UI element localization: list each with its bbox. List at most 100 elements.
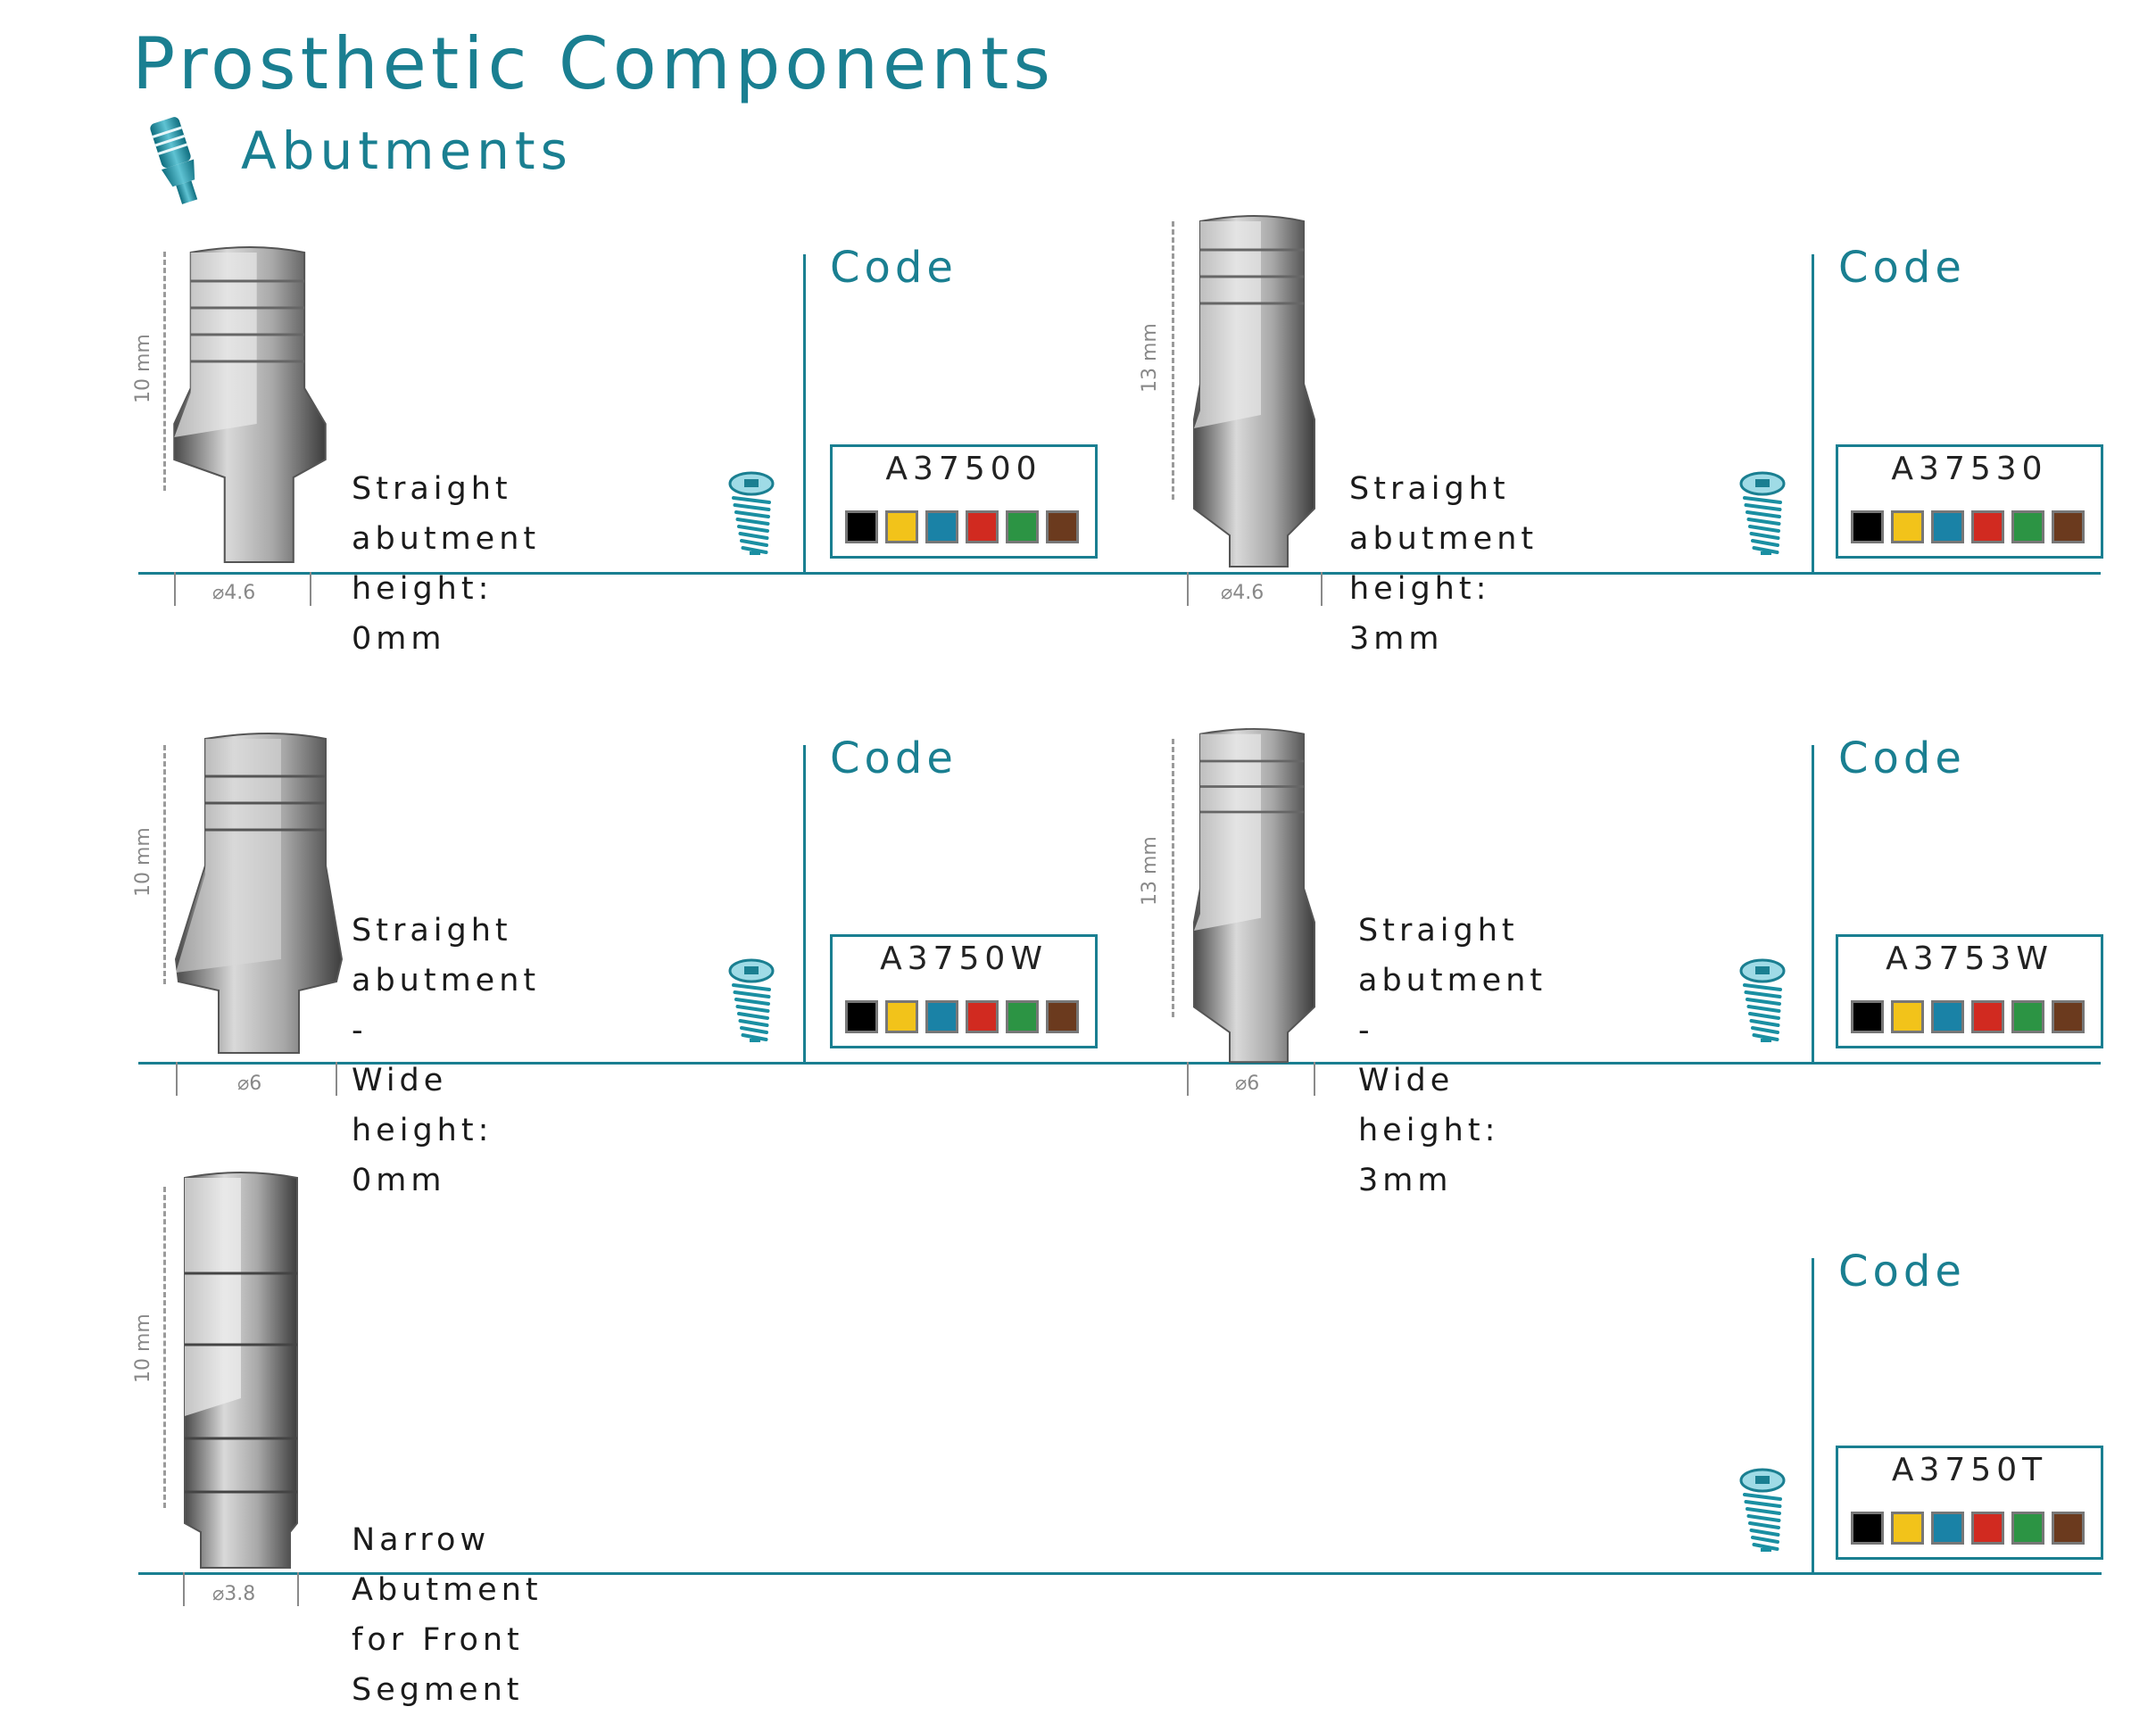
color-swatch[interactable]	[925, 510, 958, 543]
height-dimension-label: 10 mm	[132, 1313, 154, 1383]
color-swatch[interactable]	[1891, 1512, 1924, 1545]
product-code-box[interactable]: A3753W	[1836, 934, 2103, 1048]
height-dimension-line	[1172, 221, 1174, 500]
color-swatch[interactable]	[1931, 510, 1964, 543]
diameter-tick	[310, 572, 311, 606]
color-swatch[interactable]	[1971, 510, 2004, 543]
diameter-tick	[1187, 1062, 1189, 1096]
product-code: A37500	[885, 451, 1042, 487]
color-swatches	[845, 510, 1079, 543]
color-swatch[interactable]	[1931, 1000, 1964, 1033]
code-label: Code	[1838, 1247, 1966, 1297]
code-label: Code	[830, 243, 958, 293]
color-swatch[interactable]	[2011, 1512, 2044, 1545]
color-swatch[interactable]	[2052, 1000, 2085, 1033]
color-swatch[interactable]	[1851, 1000, 1884, 1033]
diameter-tick	[297, 1572, 299, 1606]
product-description: Narrow Abutment for Front Segment	[352, 1515, 543, 1715]
product-code: A3750W	[880, 940, 1048, 977]
color-swatch[interactable]	[845, 1000, 878, 1033]
product-name: Straight abutment -	[1358, 913, 1547, 1048]
diameter-dimension-label: ⌀3.8	[212, 1583, 256, 1605]
color-swatches	[1851, 1000, 2085, 1033]
code-divider	[1812, 254, 1814, 573]
baseline-divider	[138, 572, 1236, 575]
color-swatch[interactable]	[845, 510, 878, 543]
product-name: Straight abutment	[352, 471, 541, 557]
height-dimension-line	[163, 1187, 166, 1508]
color-swatch[interactable]	[1971, 1000, 2004, 1033]
code-divider	[803, 745, 806, 1064]
product-height: height: 0mm	[352, 571, 493, 657]
product-height: height: 3mm	[1349, 571, 1491, 657]
height-dimension-label: 10 mm	[132, 334, 154, 403]
product-code: A37530	[1891, 451, 2048, 487]
abutment-image	[184, 1172, 298, 1569]
color-swatch[interactable]	[925, 1000, 958, 1033]
color-swatch[interactable]	[1891, 510, 1924, 543]
code-divider	[1812, 745, 1814, 1064]
color-swatch[interactable]	[1851, 1512, 1884, 1545]
baseline-divider	[1148, 1062, 2101, 1065]
height-dimension-label: 10 mm	[132, 827, 154, 897]
color-swatch[interactable]	[966, 510, 999, 543]
height-dimension-line	[163, 745, 166, 984]
diameter-dimension-label: ⌀4.6	[1221, 582, 1265, 604]
color-swatches	[1851, 510, 2085, 543]
color-swatch[interactable]	[1931, 1512, 1964, 1545]
diameter-tick	[1187, 572, 1189, 606]
color-swatch[interactable]	[1006, 1000, 1039, 1033]
code-divider	[1812, 1258, 1814, 1575]
height-dimension-line	[163, 252, 166, 491]
color-swatch[interactable]	[1046, 1000, 1079, 1033]
diameter-dimension-label: ⌀6	[1235, 1073, 1260, 1095]
color-swatch[interactable]	[2011, 510, 2044, 543]
color-swatch[interactable]	[885, 510, 918, 543]
diameter-tick	[183, 1572, 185, 1606]
color-swatch[interactable]	[885, 1000, 918, 1033]
product-code-box[interactable]: A3750T	[1836, 1446, 2103, 1560]
color-swatch[interactable]	[1851, 510, 1884, 543]
screw-icon	[728, 471, 775, 555]
color-swatch[interactable]	[2052, 1512, 2085, 1545]
diameter-tick	[174, 572, 176, 606]
product-height: height: 3mm	[1358, 1113, 1500, 1198]
product-code: A3753W	[1886, 940, 2053, 977]
product-description: Straight abutment - Wide height: 3mm	[1358, 906, 1547, 1205]
product-code-box[interactable]: A3750W	[830, 934, 1098, 1048]
code-divider	[803, 254, 806, 573]
diameter-tick	[336, 1062, 337, 1096]
baseline-divider	[138, 1062, 1236, 1065]
color-swatch[interactable]	[2052, 510, 2085, 543]
product-code-box[interactable]: A37530	[1836, 444, 2103, 559]
page-title: Prosthetic Components	[132, 22, 1056, 105]
color-swatch[interactable]	[1006, 510, 1039, 543]
color-swatch[interactable]	[1971, 1512, 2004, 1545]
color-swatch[interactable]	[1891, 1000, 1924, 1033]
color-swatch[interactable]	[2011, 1000, 2044, 1033]
diameter-tick	[176, 1062, 178, 1096]
product-code-box[interactable]: A37500	[830, 444, 1098, 559]
product-code: A3750T	[1891, 1452, 2048, 1488]
abutment-image	[174, 733, 344, 1054]
code-label: Code	[1838, 243, 1966, 293]
diameter-dimension-label: ⌀6	[237, 1073, 262, 1095]
color-swatches	[845, 1000, 1079, 1033]
baseline-divider	[1148, 572, 2101, 575]
product-name-line2: Wide	[1358, 1063, 1455, 1098]
height-dimension-line	[1172, 739, 1174, 1017]
color-swatch[interactable]	[1046, 510, 1079, 543]
product-height: height: 0mm	[352, 1113, 493, 1198]
product-name: Narrow Abutment for Front Segment	[352, 1522, 543, 1708]
color-swatch[interactable]	[966, 1000, 999, 1033]
baseline-divider	[138, 1572, 2102, 1575]
color-swatches	[1851, 1512, 2085, 1545]
abutment-icon	[150, 117, 198, 204]
abutment-image	[1193, 727, 1315, 1064]
code-label: Code	[830, 733, 958, 783]
code-label: Code	[1838, 733, 1966, 783]
screw-icon	[1739, 958, 1786, 1042]
product-name: Straight abutment -	[352, 913, 541, 1048]
